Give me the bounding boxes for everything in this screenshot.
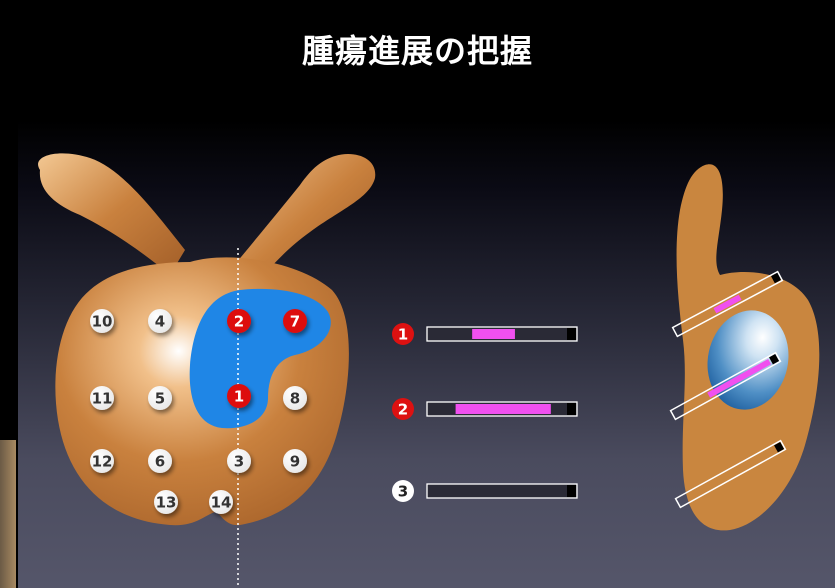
zone-marker-9: 9 <box>283 449 307 473</box>
zone-marker-label: 1 <box>234 388 244 406</box>
zone-marker-label: 2 <box>234 313 244 331</box>
zone-marker-circle <box>148 386 172 410</box>
core-bar <box>426 483 578 499</box>
zone-marker-7: 7 <box>283 309 307 333</box>
sagittal-core-end <box>771 272 782 284</box>
zone-marker-label: 3 <box>234 453 244 471</box>
sagittal-core-end <box>774 441 785 453</box>
core-number-label: 1 <box>398 326 408 344</box>
sagittal-core-outline <box>671 270 784 338</box>
zone-marker-12: 12 <box>90 449 114 473</box>
zone-marker-circle <box>283 309 307 333</box>
zone-marker-label: 10 <box>92 313 113 331</box>
zone-marker-label: 14 <box>211 494 232 512</box>
zone-marker-circle <box>227 449 251 473</box>
core-1: 1 <box>392 323 578 345</box>
zone-marker-label: 5 <box>155 390 165 408</box>
zone-marker-label: 4 <box>155 313 165 331</box>
sagittal-core-outline <box>669 351 782 421</box>
zone-marker-label: 12 <box>92 453 113 471</box>
core-number-badge <box>392 480 414 502</box>
sagittal-core-end <box>769 353 780 365</box>
biopsy-cores: 1 2 3 <box>392 323 578 502</box>
zone-marker-circle <box>90 309 114 333</box>
zone-marker-10: 10 <box>90 309 114 333</box>
core-tumor-segment <box>455 404 551 414</box>
core-tumor-segment <box>472 329 515 339</box>
zone-marker-4: 4 <box>148 309 172 333</box>
zone-marker-label: 13 <box>156 494 177 512</box>
left-edge-video-fragment <box>0 440 16 588</box>
zone-marker-13: 13 <box>154 490 178 514</box>
zone-marker-5: 5 <box>148 386 172 410</box>
core-number-label: 3 <box>398 483 408 501</box>
zone-marker-label: 9 <box>290 453 300 471</box>
zone-marker-1: 1 <box>227 384 251 408</box>
sagittal-core-2 <box>669 351 782 421</box>
zone-marker-label: 6 <box>155 453 165 471</box>
zone-marker-3: 3 <box>227 449 251 473</box>
sagittal-core-3 <box>674 439 787 509</box>
sagittal-core-tumor <box>707 359 772 398</box>
zone-marker-circle <box>283 386 307 410</box>
sagittal-core-outline <box>674 439 787 509</box>
slide-title: 腫瘍進展の把握 <box>301 32 533 70</box>
sagittal-core-1 <box>671 270 784 338</box>
zone-marker-circle <box>90 449 114 473</box>
zone-marker-6: 6 <box>148 449 172 473</box>
core-2: 2 <box>392 398 578 420</box>
core-number-badge <box>392 398 414 420</box>
seminal-vesicle-right <box>232 154 376 285</box>
core-bar-end <box>567 403 576 415</box>
zone-marker-11: 11 <box>90 386 114 410</box>
sagittal-core-tracks <box>669 270 787 509</box>
zone-marker-circle <box>209 490 233 514</box>
zone-marker-circle <box>148 309 172 333</box>
core-bar-end <box>567 485 576 497</box>
seminal-vesicle-left <box>38 153 185 275</box>
zone-marker-circle <box>227 309 251 333</box>
zone-marker-2: 2 <box>227 309 251 333</box>
zone-marker-label: 7 <box>290 313 300 331</box>
core-3: 3 <box>392 480 578 502</box>
zone-marker-14: 14 <box>209 490 233 514</box>
core-bar-end <box>567 328 576 340</box>
zone-marker-circle <box>227 384 251 408</box>
core-number-badge <box>392 323 414 345</box>
zone-marker-circle <box>148 449 172 473</box>
zone-marker-label: 8 <box>290 390 300 408</box>
zone-marker-circle <box>154 490 178 514</box>
zone-marker-circle <box>90 386 114 410</box>
zone-marker-8: 8 <box>283 386 307 410</box>
core-number-label: 2 <box>398 401 408 419</box>
zone-marker-circle <box>283 449 307 473</box>
zone-marker-label: 11 <box>92 390 113 408</box>
sagittal-core-tumor <box>713 294 742 314</box>
